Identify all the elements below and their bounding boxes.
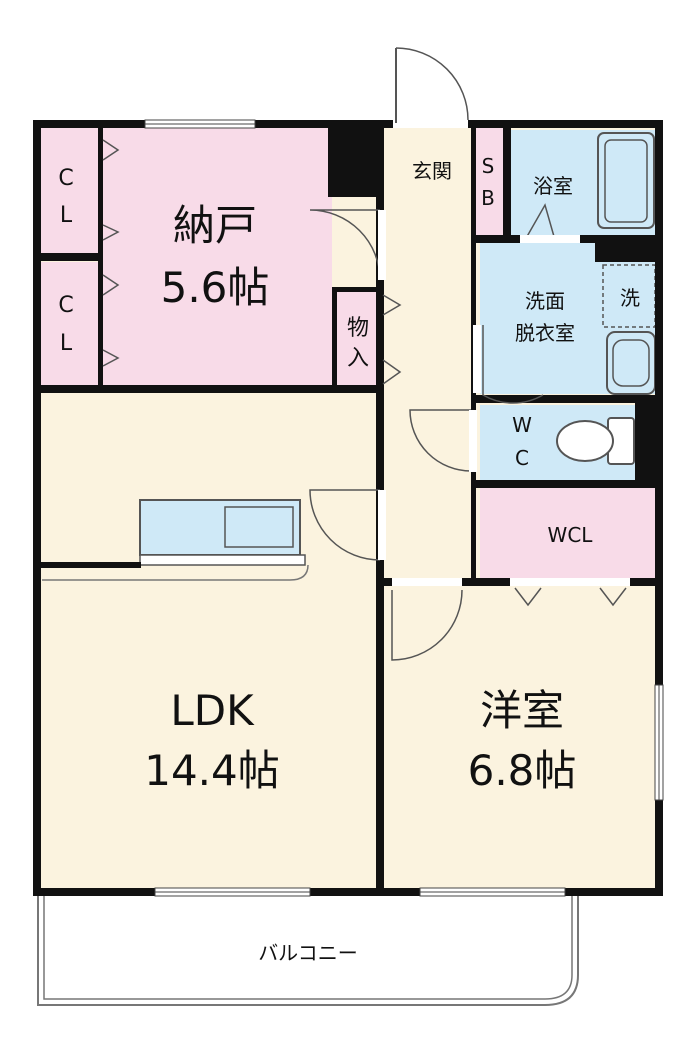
bath-label: 浴室 <box>533 174 573 198</box>
closet-lower-c: C <box>58 293 73 318</box>
shoebox <box>473 125 503 235</box>
washroom-line2: 脱衣室 <box>515 321 575 345</box>
closet-lower <box>38 262 98 387</box>
doors <box>102 139 627 661</box>
closet-upper <box>38 125 98 253</box>
washer-space <box>602 264 656 328</box>
wcl-room <box>480 488 655 578</box>
western-name: 洋室 <box>480 686 564 735</box>
entrance-door <box>393 47 469 128</box>
windows <box>144 119 664 897</box>
storage-small <box>332 292 382 387</box>
kitchen-counter <box>42 499 309 581</box>
closet-upper-l: L <box>60 203 73 228</box>
entrance-label: 玄関 <box>412 159 452 183</box>
storage-name: 納戸 <box>173 201 257 250</box>
storage-small-2: 入 <box>347 346 369 371</box>
closet-lower-l: L <box>60 331 73 356</box>
wash-basin <box>606 331 656 395</box>
ldk-size: 14.4帖 <box>144 746 280 795</box>
balcony-label: バルコニー <box>258 941 358 965</box>
storage-size: 5.6帖 <box>161 263 270 312</box>
bathtub <box>597 132 655 229</box>
storage-room <box>100 125 332 390</box>
washer-label: 洗 <box>620 286 640 310</box>
western-size: 6.8帖 <box>468 746 577 795</box>
closet-upper-c: C <box>58 166 73 191</box>
shoebox-b: B <box>481 186 495 210</box>
washroom-line1: 洗面 <box>525 289 565 313</box>
balcony <box>37 890 579 1006</box>
toilet-w: W <box>512 413 532 437</box>
toilet-fixture <box>556 417 635 465</box>
wcl-label: WCL <box>548 523 594 547</box>
door-openings <box>378 210 630 586</box>
storage-small-1: 物 <box>347 316 369 341</box>
toilet-c: C <box>515 446 529 470</box>
ldk-name: LDK <box>170 686 255 735</box>
shoebox-s: S <box>482 154 495 178</box>
